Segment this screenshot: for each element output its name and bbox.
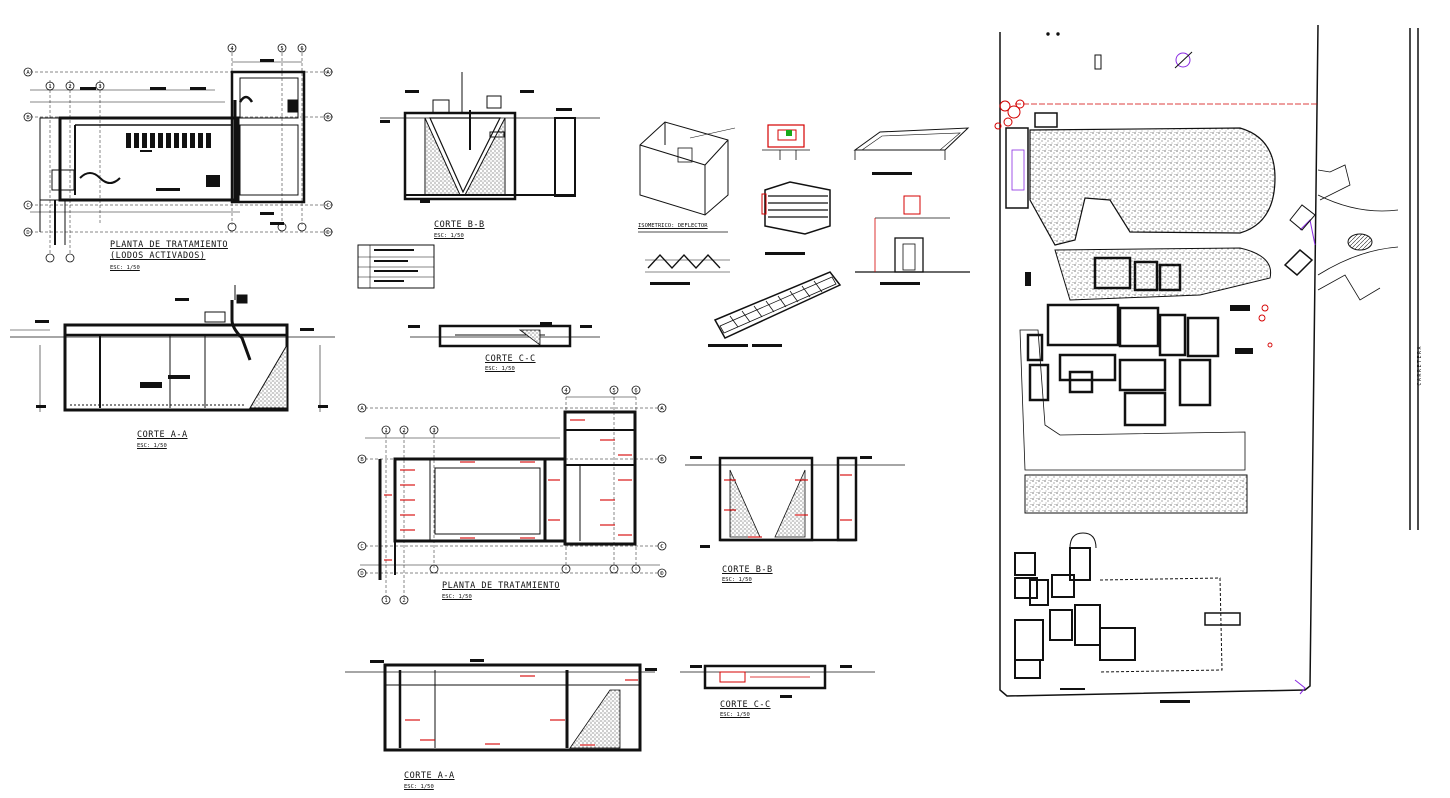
corte-bb-1-title: CORTE B-B [434,220,485,230]
svg-text:6: 6 [634,388,637,394]
corte-cc-2-title: CORTE C-C [720,700,771,710]
isometric-details [638,121,970,347]
svg-text:B: B [326,115,330,121]
corte-aa-2-scale: ESC: 1/50 [404,784,434,790]
planta-2-scale: ESC: 1/50 [442,594,472,600]
svg-text:D: D [26,230,29,236]
corte-aa-1-scale: ESC: 1/50 [137,443,167,449]
corte-cc-1-scale: ESC: 1/50 [485,366,515,372]
isometrico-title: ISOMETRICO: DEFLECTOR [638,223,708,229]
svg-text:1: 1 [48,84,51,90]
svg-text:2: 2 [402,598,405,604]
svg-text:D: D [326,230,329,236]
svg-text:2: 2 [402,428,405,434]
svg-text:D: D [660,571,663,577]
svg-text:B: B [26,115,30,121]
svg-text:4: 4 [564,388,568,394]
planta-lodos-scale: ESC: 1/50 [110,265,140,271]
svg-text:A: A [360,406,364,412]
corte-bb-2-scale: ESC: 1/50 [722,577,752,583]
corte-bb-2-title: CORTE B-B [722,565,773,575]
site-plan [994,24,1419,703]
svg-text:3: 3 [432,428,435,434]
svg-text:A: A [660,406,664,412]
svg-text:C: C [660,544,663,550]
planta-2-plan: A B C D A B C D 4 5 6 1 2 3 1 2 [357,385,667,605]
corte-bb-1-section [380,72,600,203]
planta-lodos-subtitle: (LODOS ACTIVADOS) [110,251,206,261]
planta-lodos-title: PLANTA DE TRATAMIENTO [110,240,228,250]
svg-text:B: B [360,457,364,463]
svg-text:1: 1 [384,428,387,434]
svg-text:C: C [360,544,363,550]
corte-bb-1-scale: ESC: 1/50 [434,233,464,239]
corte-cc-2-scale: ESC: 1/50 [720,712,750,718]
svg-text:C: C [26,203,29,209]
corte-bb-2-section [685,456,905,548]
corte-aa-1-section [10,285,335,412]
svg-text:C: C [326,203,329,209]
legend-table [357,244,435,289]
svg-text:3: 3 [98,84,101,90]
corte-cc-2-section [680,664,875,698]
north-arrow-icon [1174,51,1193,69]
svg-text:A: A [326,70,330,76]
corte-aa-2-title: CORTE A-A [404,771,455,781]
svg-text:5: 5 [612,388,615,394]
svg-text:B: B [660,457,664,463]
svg-text:A: A [26,70,30,76]
svg-text:1: 1 [384,598,387,604]
planta-lodos-plan: A B C D A B C D 4 5 6 1 2 3 [23,43,335,263]
svg-text:4: 4 [230,46,234,52]
svg-text:6: 6 [300,46,303,52]
svg-text:5: 5 [280,46,283,52]
road-label: CARRETERA [1417,345,1423,386]
svg-text:2: 2 [68,84,71,90]
corte-aa-1-title: CORTE A-A [137,430,188,440]
corte-cc-1-section [408,322,600,348]
corte-aa-2-section [345,659,657,752]
corte-cc-1-title: CORTE C-C [485,354,536,364]
svg-text:D: D [360,571,363,577]
planta-2-title: PLANTA DE TRATAMIENTO [442,581,560,591]
